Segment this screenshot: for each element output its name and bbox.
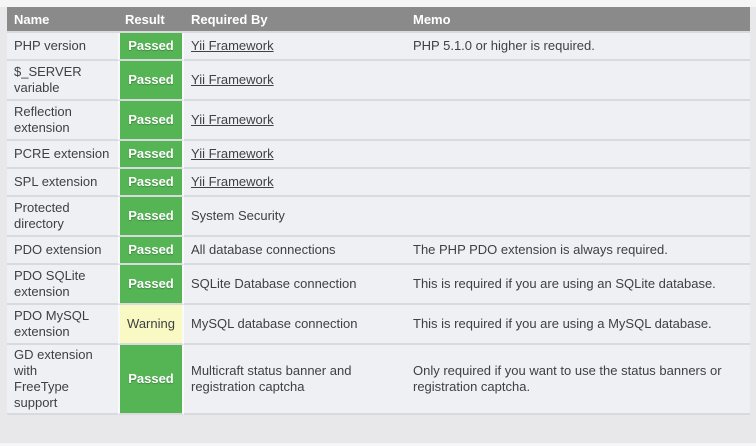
- required-by-link[interactable]: Yii Framework: [191, 174, 274, 189]
- required-by-cell: System Security: [184, 197, 406, 237]
- required-by-link[interactable]: Yii Framework: [191, 38, 274, 53]
- required-by-cell: Yii Framework: [184, 169, 406, 197]
- result-badge: Passed: [118, 169, 184, 197]
- column-header-result: Result: [118, 7, 184, 33]
- requirement-name: PDO MySQL extension: [7, 305, 118, 345]
- result-badge: Passed: [118, 33, 184, 61]
- requirement-name: PHP version: [7, 33, 118, 61]
- result-badge: Passed: [118, 61, 184, 101]
- result-badge: Passed: [118, 237, 184, 265]
- page-bottom-strip: [0, 443, 756, 446]
- required-by-cell: Multicraft status banner and registratio…: [184, 345, 406, 415]
- required-by-link[interactable]: Yii Framework: [191, 112, 274, 127]
- requirement-name: Reflection extension: [7, 101, 118, 141]
- requirements-table: Name Result Required By Memo PHP version…: [7, 7, 750, 415]
- requirement-name: PCRE extension: [7, 141, 118, 169]
- required-by-cell: MySQL database connection: [184, 305, 406, 345]
- table-header-row: Name Result Required By Memo: [7, 7, 750, 33]
- requirement-name: PDO SQLite extension: [7, 265, 118, 305]
- memo-cell: [406, 169, 750, 197]
- result-badge: Passed: [118, 101, 184, 141]
- required-by-cell: Yii Framework: [184, 61, 406, 101]
- requirement-name: PDO extension: [7, 237, 118, 265]
- required-by-cell: SQLite Database connection: [184, 265, 406, 305]
- requirement-name: GD extension with FreeType support: [7, 345, 118, 415]
- required-by-cell: Yii Framework: [184, 141, 406, 169]
- requirement-name: SPL extension: [7, 169, 118, 197]
- memo-cell: This is required if you are using an SQL…: [406, 265, 750, 305]
- requirement-name: $_SERVER variable: [7, 61, 118, 101]
- memo-cell: PHP 5.1.0 or higher is required.: [406, 33, 750, 61]
- memo-cell: [406, 61, 750, 101]
- result-badge: Passed: [118, 345, 184, 415]
- result-badge: Passed: [118, 265, 184, 305]
- column-header-name: Name: [7, 7, 118, 33]
- column-header-memo: Memo: [406, 7, 750, 33]
- memo-cell: [406, 101, 750, 141]
- memo-cell: [406, 141, 750, 169]
- memo-cell: Only required if you want to use the sta…: [406, 345, 750, 415]
- result-badge: Warning: [118, 305, 184, 345]
- required-by-link[interactable]: Yii Framework: [191, 72, 274, 87]
- requirement-name: Protected directory: [7, 197, 118, 237]
- required-by-cell: Yii Framework: [184, 33, 406, 61]
- column-header-required-by: Required By: [184, 7, 406, 33]
- memo-cell: The PHP PDO extension is always required…: [406, 237, 750, 265]
- required-by-cell: All database connections: [184, 237, 406, 265]
- required-by-link[interactable]: Yii Framework: [191, 146, 274, 161]
- memo-cell: [406, 197, 750, 237]
- page-top-strip: [0, 0, 756, 7]
- result-badge: Passed: [118, 141, 184, 169]
- result-badge: Passed: [118, 197, 184, 237]
- memo-cell: This is required if you are using a MySQ…: [406, 305, 750, 345]
- required-by-cell: Yii Framework: [184, 101, 406, 141]
